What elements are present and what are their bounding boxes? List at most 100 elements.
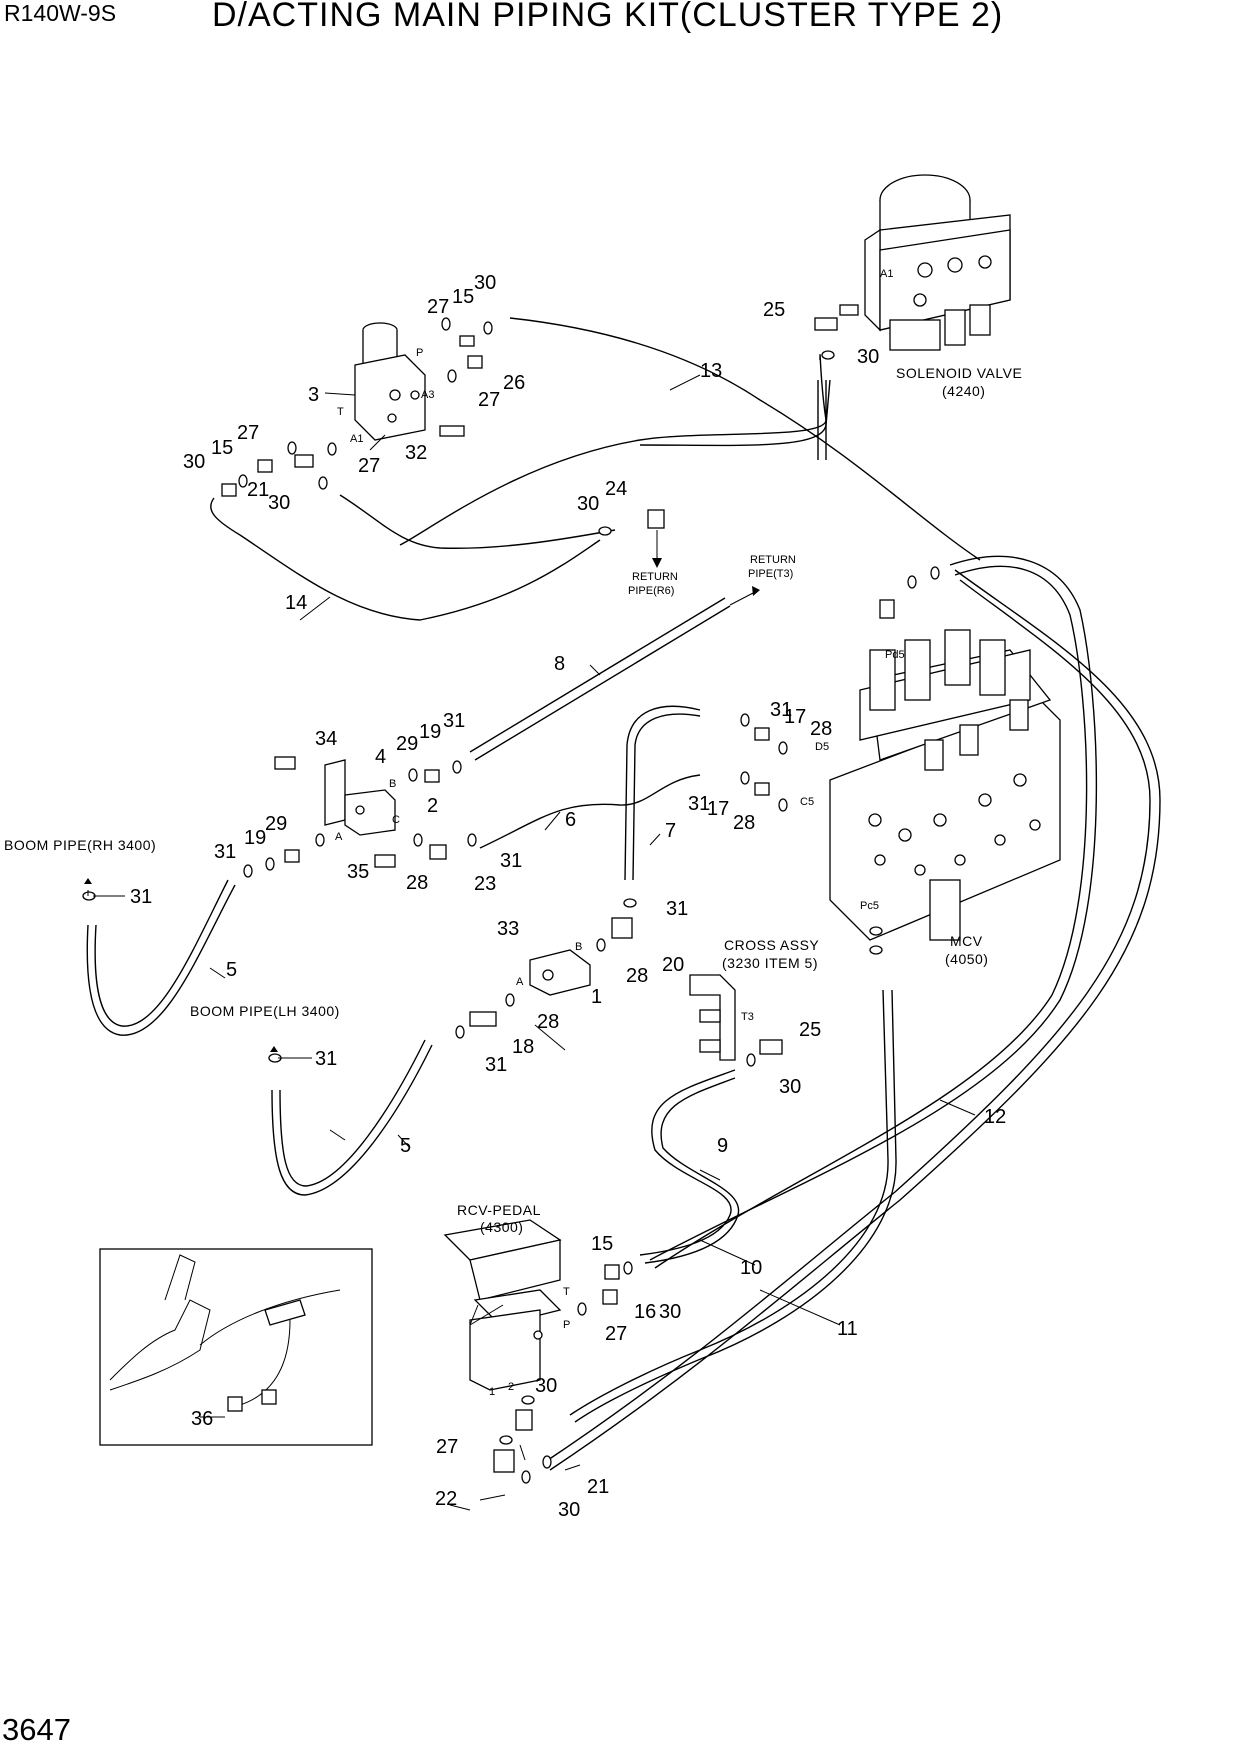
- page-number: 3647: [2, 1712, 71, 1747]
- callout-31h: 31: [485, 1054, 507, 1076]
- callout-31e: 31: [770, 699, 792, 721]
- solenoid-valve-ref: (4240): [942, 383, 985, 399]
- svg-text:B: B: [575, 941, 582, 953]
- return-t3-label-2: PIPE(T3): [748, 568, 793, 580]
- callout-30c: 30: [183, 451, 205, 473]
- callout-29a: 29: [396, 733, 418, 755]
- svg-text:2: 2: [508, 1381, 514, 1393]
- fittings: [82, 304, 940, 1484]
- svg-text:T: T: [337, 406, 344, 418]
- return-r6-label-2: PIPE(R6): [628, 585, 674, 597]
- callout-31i: 31: [315, 1048, 337, 1070]
- callout-19b: 19: [244, 827, 266, 849]
- hose-11: [549, 569, 1161, 1471]
- block-1: [529, 949, 591, 996]
- model-code: R140W-9S: [4, 0, 117, 26]
- valve-3: [354, 322, 426, 441]
- callout-4: 4: [375, 746, 386, 768]
- svg-text:A1: A1: [880, 268, 893, 280]
- callout-27f: 27: [436, 1436, 458, 1458]
- callout-16: 16: [634, 1301, 656, 1323]
- svg-text:A1: A1: [350, 433, 363, 445]
- callout-5-rh: 5: [226, 959, 237, 981]
- callout-26: 26: [503, 372, 525, 394]
- svg-text:P: P: [416, 347, 423, 359]
- page-title: D/ACTING MAIN PIPING KIT(CLUSTER TYPE 2): [212, 0, 1004, 34]
- callout-25b: 25: [799, 1019, 821, 1041]
- callout-9: 9: [717, 1135, 728, 1157]
- callout-19a: 19: [419, 721, 441, 743]
- callout-25a: 25: [763, 299, 785, 321]
- callout-21b: 21: [587, 1476, 609, 1498]
- svg-text:T: T: [563, 1286, 570, 1298]
- hose-7: [624, 705, 701, 881]
- callout-21a: 21: [247, 479, 269, 501]
- callout-2: 2: [427, 795, 438, 817]
- cross-assy: [689, 974, 736, 1061]
- hose-13-return: [399, 353, 827, 546]
- callout-10: 10: [740, 1257, 762, 1279]
- callout-28c: 28: [406, 872, 428, 894]
- hose-6: [479, 774, 701, 849]
- svg-text:A: A: [335, 831, 343, 843]
- callout-11: 11: [837, 1318, 858, 1340]
- svg-text:P: P: [563, 1319, 570, 1331]
- callout-27c: 27: [237, 422, 259, 444]
- callout-6: 6: [565, 809, 576, 831]
- svg-text:1: 1: [489, 1386, 495, 1398]
- hose-5-lh: [271, 1044, 433, 1196]
- callout-31b: 31: [214, 841, 236, 863]
- callout-34: 34: [315, 728, 337, 750]
- rcv-pedal: [443, 1219, 562, 1391]
- callout-30i: 30: [558, 1499, 580, 1521]
- svg-text:D5: D5: [815, 741, 829, 753]
- mcv: [829, 629, 1061, 941]
- mcv-label: MCV: [950, 933, 983, 949]
- leader-lines: [93, 374, 976, 1511]
- callout-30b: 30: [857, 346, 879, 368]
- return-r6-label-1: RETURN: [632, 571, 678, 583]
- callout-31g: 31: [666, 898, 688, 920]
- rcv-pedal-ref: (4300): [480, 1219, 523, 1235]
- callout-17a: 17: [784, 706, 806, 728]
- callout-5-lh: 5: [400, 1135, 411, 1157]
- svg-text:C5: C5: [800, 796, 814, 808]
- block-2: [324, 759, 396, 836]
- callout-35: 35: [347, 861, 369, 883]
- callout-17b: 17: [707, 798, 729, 820]
- callout-31d: 31: [500, 850, 522, 872]
- return-arrows: [84, 530, 760, 1052]
- callout-18: 18: [512, 1036, 534, 1058]
- callout-3: 3: [308, 384, 319, 406]
- port-marks: P T A1 A3 B C A Pd5 D5 C5 Pc5 T3 A1 B A …: [335, 268, 905, 1398]
- callout-15b: 15: [211, 437, 233, 459]
- solenoid-valve: [864, 174, 1011, 351]
- callout-30g: 30: [659, 1301, 681, 1323]
- callout-28a: 28: [810, 718, 832, 740]
- callout-20: 20: [662, 954, 684, 976]
- callout-36: 36: [191, 1408, 213, 1430]
- hose-13: [509, 317, 981, 561]
- callout-30d: 30: [268, 492, 290, 514]
- callout-27d: 27: [358, 455, 380, 477]
- rcv-pedal-label: RCV-PEDAL: [457, 1202, 541, 1218]
- callout-22: 22: [435, 1488, 457, 1510]
- callout-15a: 15: [452, 286, 474, 308]
- callout-12: 12: [984, 1106, 1006, 1128]
- hoses: [86, 317, 1161, 1471]
- mcv-ref: (4050): [945, 951, 988, 967]
- callout-27e: 27: [605, 1323, 627, 1345]
- hose-14: [210, 497, 601, 621]
- cab-inset: [99, 1248, 373, 1446]
- hose-10: [569, 989, 889, 1416]
- callout-27b: 27: [478, 389, 500, 411]
- callout-27a: 27: [427, 296, 449, 318]
- callout-31a: 31: [443, 710, 465, 732]
- callout-7: 7: [665, 820, 676, 842]
- callout-33: 33: [497, 918, 519, 940]
- callout-15c: 15: [591, 1233, 613, 1255]
- callout-29b: 29: [265, 813, 287, 835]
- svg-text:T3: T3: [741, 1011, 754, 1023]
- callout-30a: 30: [474, 272, 496, 294]
- callout-8: 8: [554, 653, 565, 675]
